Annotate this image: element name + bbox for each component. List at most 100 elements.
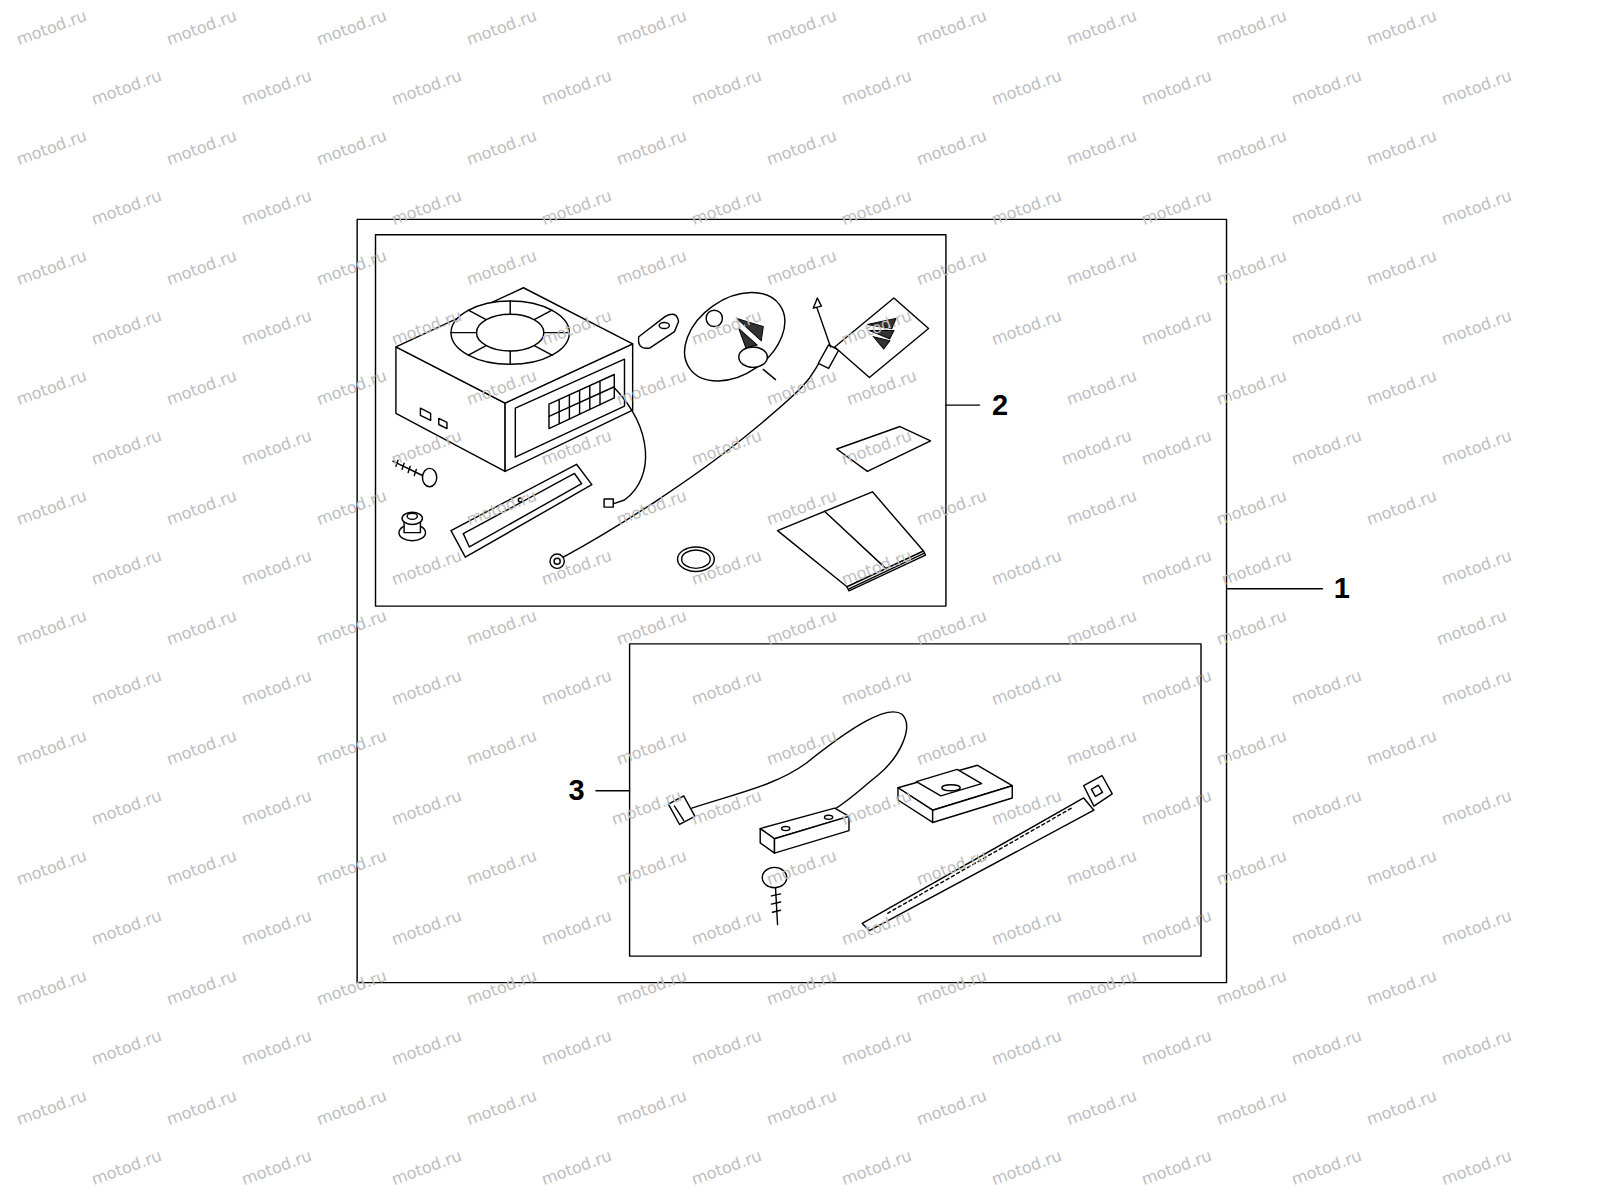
logo-card [873, 337, 889, 349]
watermark-text: motod.ru [1434, 608, 1508, 648]
watermark-text: motod.ru [914, 1088, 988, 1128]
watermark-text: motod.ru [839, 788, 913, 828]
watermark-text: motod.ru [1289, 1028, 1363, 1068]
watermark-text: motod.ru [89, 428, 163, 468]
watermark-text: motod.ru [689, 188, 763, 228]
door-sensor [824, 815, 832, 819]
watermark-text: motod.ru [239, 548, 313, 588]
watermark-text: motod.ru [164, 128, 238, 168]
watermark-text: motod.ru [1139, 68, 1213, 108]
watermark-text: motod.ru [614, 728, 688, 768]
watermark-text: motod.ru [1139, 548, 1213, 588]
watermark-text: motod.ru [314, 368, 388, 408]
remote-fob [763, 369, 775, 379]
watermark-text: motod.ru [764, 848, 838, 888]
grommet [402, 512, 422, 524]
watermark-text: motod.ru [164, 968, 238, 1008]
watermark-text: motod.ru [539, 188, 613, 228]
watermark-text: motod.ru [689, 908, 763, 948]
watermark-text: motod.ru [1139, 788, 1213, 828]
leader-line [946, 404, 980, 405]
watermark-text: motod.ru [89, 308, 163, 348]
watermark-text: motod.ru [1364, 1088, 1438, 1128]
watermark-text: motod.ru [464, 1088, 538, 1128]
watermark-text: motod.ru [14, 608, 88, 648]
watermark-text: motod.ru [1214, 1088, 1288, 1128]
watermark-text: motod.ru [839, 908, 913, 948]
watermark-text: motod.ru [1289, 908, 1363, 948]
watermark-text: motod.ru [1364, 368, 1438, 408]
watermark-text: motod.ru [1364, 248, 1438, 288]
watermark-text: motod.ru [89, 668, 163, 708]
watermark-text: motod.ru [14, 248, 88, 288]
watermark-text: motod.ru [764, 128, 838, 168]
wire-lead [813, 298, 821, 308]
callout-number: 2 [992, 391, 1008, 420]
watermark-text: motod.ru [239, 1148, 313, 1188]
watermark-text: motod.ru [1439, 188, 1513, 228]
watermark-text: motod.ru [614, 848, 688, 888]
watermark-text: motod.ru [1364, 848, 1438, 888]
watermark-text: motod.ru [14, 1088, 88, 1128]
callout-number: 3 [568, 776, 584, 805]
watermark-text: motod.ru [1219, 548, 1293, 588]
leader-line [1228, 588, 1323, 589]
wire-lead [604, 499, 613, 507]
key-tag [659, 322, 669, 328]
watermark-text: motod.ru [1214, 728, 1288, 768]
watermark-text: motod.ru [1139, 188, 1213, 228]
watermark-text: motod.ru [989, 1028, 1063, 1068]
watermark-text: motod.ru [1214, 128, 1288, 168]
watermark-text: motod.ru [164, 1088, 238, 1128]
watermark-text: motod.ru [839, 68, 913, 108]
watermark-text: motod.ru [314, 728, 388, 768]
watermark-text: motod.ru [689, 668, 763, 708]
screw [408, 466, 410, 472]
watermark-text: motod.ru [764, 8, 838, 48]
watermark-text: motod.ru [764, 368, 838, 408]
watermark-text: motod.ru [239, 788, 313, 828]
watermark-text: motod.ru [914, 488, 988, 528]
grommet [399, 512, 426, 541]
watermark-text: motod.ru [539, 68, 613, 108]
watermark-text: motod.ru [1139, 428, 1213, 468]
kit-frame [630, 644, 1201, 956]
watermark-text: motod.ru [539, 428, 613, 468]
watermark-text: motod.ru [839, 308, 913, 348]
watermark-text: motod.ru [914, 8, 988, 48]
gasket [451, 464, 592, 557]
key-tag [639, 314, 679, 348]
watermark-text: motod.ru [464, 128, 538, 168]
watermark-text: motod.ru [1439, 308, 1513, 348]
watermark-text: motod.ru [1139, 1148, 1213, 1188]
watermark-text: motod.ru [1439, 1148, 1513, 1188]
leader-line [596, 405, 1323, 791]
siren-unit [535, 346, 552, 355]
watermark-text: motod.ru [539, 908, 613, 948]
watermark-text: motod.ru [1289, 1148, 1363, 1188]
gasket [451, 464, 592, 557]
watermark-text: motod.ru [239, 308, 313, 348]
watermark-text: motod.ru [314, 488, 388, 528]
watermark-text: motod.ru [614, 968, 688, 1008]
watermark-text: motod.ru [689, 548, 763, 588]
watermark-text: motod.ru [1289, 668, 1363, 708]
wire-lead [612, 388, 645, 504]
watermark-text: motod.ru [614, 8, 688, 48]
watermark-text: motod.ru [89, 548, 163, 588]
watermark-text: motod.ru [14, 728, 88, 768]
watermark-text: motod.ru [1289, 68, 1363, 108]
magnet-bracket [916, 769, 981, 796]
watermark-text: motod.ru [1214, 368, 1288, 408]
watermark-text: motod.ru [1439, 1028, 1513, 1068]
key-tag [639, 314, 679, 348]
door-sensor [668, 712, 906, 853]
watermark-text: motod.ru [989, 188, 1063, 228]
watermark-text: motod.ru [764, 1088, 838, 1128]
watermark-text: motod.ru [1064, 128, 1138, 168]
watermark-text: motod.ru [464, 8, 538, 48]
watermark-text: motod.ru [314, 128, 388, 168]
watermark-text: motod.ru [1059, 428, 1133, 468]
watermark-text: motod.ru [614, 128, 688, 168]
